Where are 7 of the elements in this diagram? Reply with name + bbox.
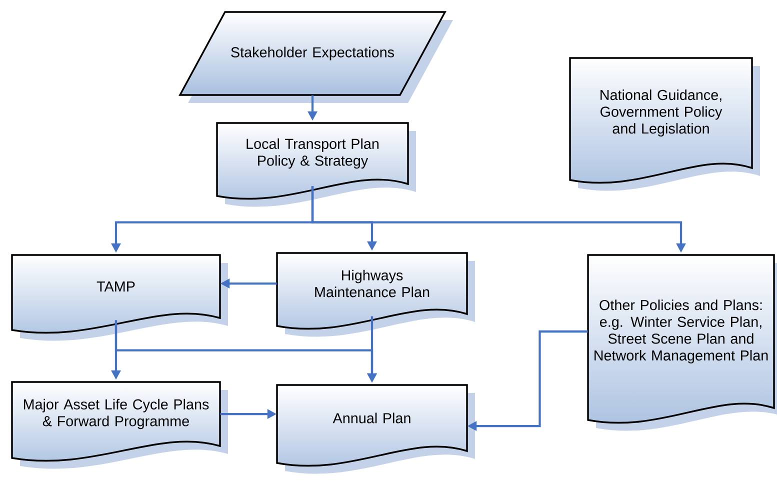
document-box: Highways Maintenance Plan — [276, 252, 475, 337]
document-box: Local Transport Plan Policy & Strategy — [216, 122, 416, 207]
document-box: TAMP — [11, 254, 228, 341]
document-box: Other Policies and Plans: e.g. Winter Service Plan, Street Scene Plan and Network Management Plan — [587, 254, 777, 431]
document-box: National Guidance, Government Policy and Legislation — [569, 57, 760, 191]
document-box: Annual Plan — [276, 384, 475, 474]
document-box: Major Asset Life Cycle Plans & Forward Programme — [11, 381, 228, 469]
